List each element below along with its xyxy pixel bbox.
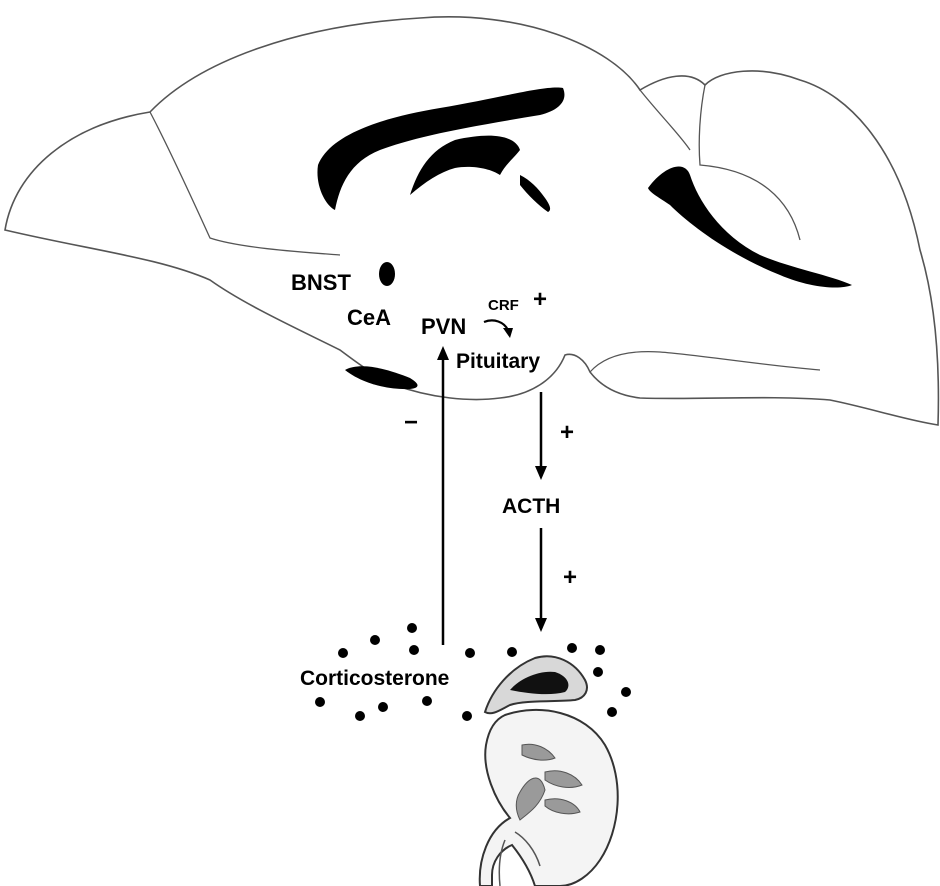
corticosterone-dot: [422, 696, 432, 706]
pituitary-to-acth-sign: +: [560, 419, 574, 446]
cea-label: CeA: [347, 305, 391, 330]
corticosterone-dot: [409, 645, 419, 655]
corticosterone-dot: [567, 643, 577, 653]
corticosterone-dot: [593, 667, 603, 677]
bnst-marker: [379, 262, 395, 286]
crf-sign: +: [533, 286, 547, 313]
corticosterone-dot: [315, 697, 325, 707]
corticosterone-dot: [462, 711, 472, 721]
acth-to-adrenal-sign: +: [563, 564, 577, 591]
corticosterone-dot: [378, 702, 388, 712]
pituitary-label: Pituitary: [456, 350, 540, 373]
corticosterone-dot: [607, 707, 617, 717]
corticosterone-dot: [370, 635, 380, 645]
corticosterone-dot: [507, 647, 517, 657]
corticosterone-label: Corticosterone: [300, 667, 449, 690]
bnst-label: BNST: [291, 270, 351, 295]
corticosterone-dot: [621, 687, 631, 697]
crf-label: CRF: [488, 297, 519, 314]
corticosterone-dot: [355, 711, 365, 721]
acth-to-adrenal-arrowhead: [535, 618, 547, 632]
corticosterone-dot: [407, 623, 417, 633]
pituitary-to-acth-arrowhead: [535, 466, 547, 480]
corticosterone-dot: [338, 648, 348, 658]
acth-label: ACTH: [502, 495, 560, 518]
feedback-sign: −: [404, 409, 418, 436]
corticosterone-dot: [465, 648, 475, 658]
corticosterone-dot: [595, 645, 605, 655]
pvn-label: PVN: [421, 314, 466, 339]
